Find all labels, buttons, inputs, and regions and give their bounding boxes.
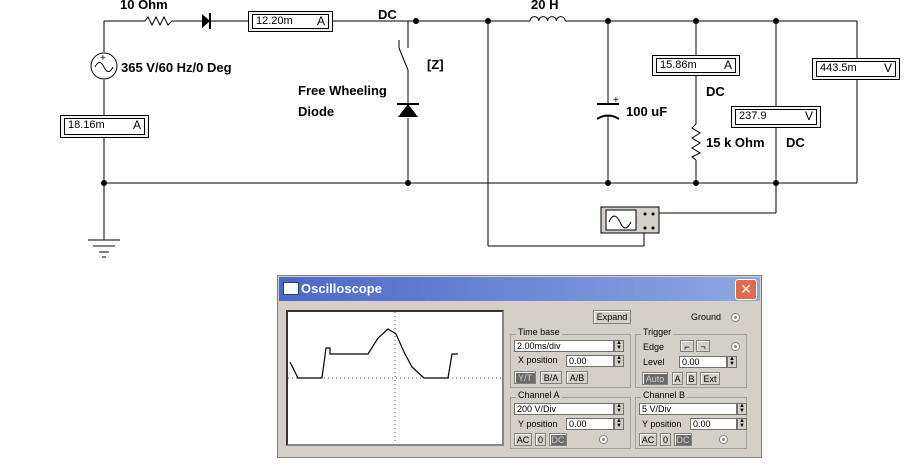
level-spinner[interactable]: ▲▼ (727, 356, 737, 368)
oscilloscope-title: Oscilloscope (301, 281, 382, 296)
channel-b-dc-button[interactable]: DC (674, 433, 692, 446)
right-voltmeter-value: 443.5m (820, 62, 857, 74)
source-ammeter[interactable]: 18.16m A (60, 115, 149, 138)
trigger-group (635, 334, 747, 388)
source-ammeter-unit: A (132, 118, 141, 132)
oscilloscope-icon (600, 206, 660, 234)
ground-label: Ground (691, 312, 722, 322)
channel-a-group (510, 397, 631, 449)
timebase-spinner[interactable]: ▲▼ (614, 340, 624, 352)
ba-mode-button[interactable]: B/A (540, 371, 562, 384)
trigger-ext-button[interactable]: Ext (700, 372, 720, 385)
channel-b-ypos-spinner[interactable]: ▲▼ (737, 418, 747, 430)
series-ammeter-unit: A (316, 14, 325, 28)
level-field[interactable]: 0.00 (679, 356, 727, 368)
channel-a-field[interactable]: 200 V/Div (514, 403, 614, 415)
load-voltmeter-value: 237.9 (739, 110, 767, 122)
trigger-label: Trigger (641, 327, 674, 337)
source-label: 365 V/60 Hz/0 Deg (121, 60, 232, 75)
timebase-group (510, 334, 631, 388)
oscilloscope-window: Oscilloscope ✕ Expand Ground Time base 2… (277, 275, 762, 458)
auto-trigger-button[interactable]: Auto (642, 372, 668, 385)
window-icon (283, 282, 299, 295)
channel-a-ypos-field[interactable]: 0.00 (566, 418, 614, 430)
close-icon[interactable]: ✕ (735, 279, 757, 300)
channel-b-zero-button[interactable]: 0 (660, 433, 671, 446)
channel-a-ypos-label: Y position (518, 419, 558, 429)
edge-falling-button[interactable]: ¬ (696, 340, 710, 352)
svg-text:+: + (100, 53, 106, 64)
diode-label-1: Free Wheeling (298, 83, 387, 98)
right-voltmeter[interactable]: 443.5m V (812, 58, 900, 80)
channel-b-ypos-field[interactable]: 0.00 (690, 418, 737, 430)
right-voltmeter-unit: V (883, 61, 892, 75)
channel-b-field[interactable]: 5 V/Div (639, 403, 737, 415)
channel-a-ypos-spinner[interactable]: ▲▼ (614, 418, 624, 430)
load-ammeter-value: 15.86m (660, 59, 697, 71)
timebase-label: Time base (516, 327, 562, 337)
series-ammeter-value: 12.20m (256, 15, 293, 27)
channel-a-zero-button[interactable]: 0 (535, 433, 546, 446)
load-label: 15 k Ohm (706, 135, 765, 150)
channel-b-spinner[interactable]: ▲▼ (737, 403, 747, 415)
inductor-label: 20 H (531, 0, 558, 12)
ab-mode-button[interactable]: A/B (566, 371, 588, 384)
scope-trace (288, 312, 502, 444)
channel-a-terminal[interactable] (599, 435, 608, 444)
channel-a-label: Channel A (516, 390, 562, 400)
channel-a-ac-button[interactable]: AC (514, 433, 532, 446)
load-ammeter-unit: A (723, 58, 732, 72)
load-voltmeter-unit: V (804, 109, 813, 123)
load-voltmeter[interactable]: 237.9 V (731, 106, 821, 128)
xpos-spinner[interactable]: ▲▼ (614, 355, 624, 367)
dc-load-label: DC (786, 135, 805, 150)
edge-label: Edge (643, 342, 665, 352)
channel-b-label: Channel B (641, 390, 688, 400)
timebase-field[interactable]: 2.00ms/div (514, 340, 614, 352)
channel-b-ac-button[interactable]: AC (639, 433, 657, 446)
yt-mode-button[interactable]: Y/T (514, 371, 536, 384)
trigger-b-button[interactable]: B (686, 372, 697, 385)
channel-a-dc-button[interactable]: DC (549, 433, 567, 446)
oscilloscope-titlebar[interactable]: Oscilloscope ✕ (279, 277, 760, 301)
expand-button[interactable]: Expand (593, 310, 631, 324)
switch-key-label: [Z] (427, 57, 444, 72)
series-ammeter[interactable]: 12.20m A (248, 11, 333, 32)
load-ammeter[interactable]: 15.86m A (652, 55, 740, 76)
channel-b-ypos-label: Y position (642, 419, 682, 429)
channel-a-spinner[interactable]: ▲▼ (614, 403, 624, 415)
diode-label-2: Diode (298, 104, 334, 119)
xpos-field[interactable]: 0.00 (566, 355, 614, 367)
edge-rising-button[interactable]: ⌐ (680, 340, 694, 352)
level-label: Level (643, 357, 665, 367)
ground-terminal[interactable] (731, 313, 740, 322)
svg-text:+: + (613, 95, 619, 106)
capacitor-label: 100 uF (626, 104, 667, 119)
trigger-a-button[interactable]: A (672, 372, 683, 385)
xpos-label: X position (518, 355, 558, 365)
trigger-terminal[interactable] (731, 342, 740, 351)
dc-mid-label: DC (706, 84, 725, 99)
channel-b-terminal[interactable] (719, 435, 728, 444)
resistor-top-label: 10 Ohm (120, 0, 168, 12)
source-ammeter-value: 18.16m (68, 119, 105, 131)
dc-top-label: DC (378, 7, 397, 22)
scope-screen (286, 310, 504, 446)
